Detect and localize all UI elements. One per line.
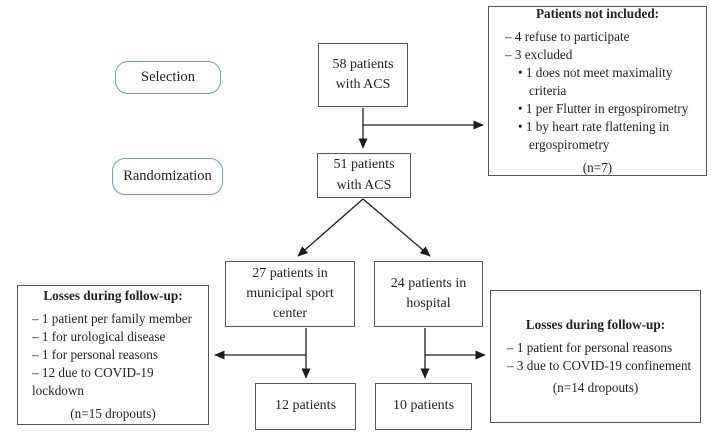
not-included-total: (n=7) (582, 159, 613, 175)
losses-hospital-total: (n=14 dropouts) (552, 380, 639, 396)
losses-sport-center-item: – 1 patient per family member (32, 311, 193, 327)
losses-hospital-item: – 1 patient for personal reasons (507, 339, 673, 355)
not-included-item: – 4 refuse to participate (505, 29, 630, 45)
losses-sport-center-item: – 1 for personal reasons (32, 347, 158, 363)
losses-sport-center-item: – 1 for urological disease (32, 329, 166, 345)
box-losses-sport-center: Losses during follow-up: – 1 patient per… (17, 285, 209, 425)
losses-sport-center-title: Losses during follow-up: (43, 288, 183, 304)
not-included-item: – 3 excluded (505, 47, 573, 63)
losses-hospital-item: – 3 due to COVID-19 confinement (507, 357, 692, 373)
node-hospital-final-10-patients: 10 patients (375, 383, 472, 430)
not-included-subitem: • 1 by heart rate flattening in ergospir… (518, 118, 670, 152)
not-included-title: Patients not included: (535, 6, 660, 22)
arrow-randomized-to-hospital (362, 198, 431, 257)
stage-label-randomization: Randomization (112, 158, 223, 195)
losses-sport-center-item: – 12 due to COVID-19 lockdown (32, 364, 154, 398)
node-hospital-24-patients: 24 patients in hospital (374, 261, 483, 327)
node-sport-center-27-patients: 27 patients in municipal sport center (225, 261, 355, 327)
node-sport-center-final-12-patients: 12 patients (255, 383, 356, 430)
node-enrolled-58-patients: 58 patients with ACS (318, 43, 408, 107)
losses-hospital-title: Losses during follow-up: (525, 316, 666, 332)
not-included-subitem: • 1 does not meet maximality criteria (518, 65, 673, 99)
node-randomized-51-patients: 51 patients with ACS (317, 153, 411, 198)
losses-sport-center-total: (n=15 dropouts) (70, 405, 156, 421)
not-included-subitem: • 1 per Flutter in ergospirometry (518, 100, 689, 116)
box-patients-not-included: Patients not included: – 4 refuse to par… (488, 6, 707, 176)
stage-label-selection: Selection (115, 61, 221, 94)
box-losses-hospital: Losses during follow-up: – 1 patient for… (490, 290, 701, 423)
arrow-randomized-to-sport-center (297, 198, 364, 257)
